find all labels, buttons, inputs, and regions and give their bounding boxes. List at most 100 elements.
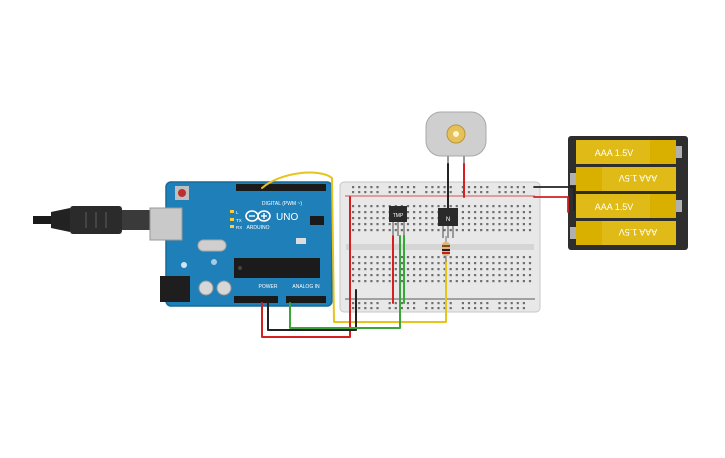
breadboard-hole [516,211,519,214]
breadboard-hole [431,280,434,283]
breadboard-hole [449,262,452,265]
breadboard-hole [406,262,410,265]
breadboard-hole [504,229,507,232]
breadboard-hole [461,229,464,232]
breadboard-hole [388,268,391,271]
breadboard-hole [455,262,458,265]
led-label: TX [236,218,242,223]
breadboard-hole [358,256,361,259]
breadboard-hole [474,307,477,310]
breadboard-hole [522,307,525,310]
wire-black [267,289,357,331]
breadboard-hole [504,302,507,305]
breadboard-hole [376,268,379,271]
breadboard-hole [400,268,403,271]
breadboard-hole [419,268,422,271]
breadboard-hole [498,186,501,189]
dc-motor[interactable] [425,111,487,164]
breadboard-hole [419,223,422,226]
breadboard-hole [443,256,446,259]
breadboard-hole [498,307,501,310]
usb-cable[interactable] [33,206,152,234]
breadboard-hole [443,274,446,277]
breadboard-hole [376,229,379,232]
breadboard-hole [370,274,373,277]
breadboard-hole [461,302,464,305]
breadboard-hole [516,191,519,194]
breadboard-hole [498,229,501,232]
breadboard-hole [522,186,525,189]
breadboard-hole [352,211,355,214]
breadboard-hole [510,223,513,226]
breadboard-hole [467,191,471,194]
transistor[interactable]: N [438,208,458,238]
breadboard-hole [467,256,471,259]
breadboard-hole [467,223,471,226]
breadboard-hole [400,302,403,305]
resistor[interactable] [442,236,450,262]
breadboard-hole [370,205,373,208]
breadboard-hole [516,229,519,232]
breadboard-hole [455,280,458,283]
breadboard-hole [492,229,495,232]
breadboard-hole [474,280,477,283]
breadboard-hole [480,302,483,305]
breadboard-hole [388,262,391,265]
breadboard-hole [504,256,507,259]
breadboard-hole [480,223,483,226]
breadboard-hole [528,205,532,208]
breadboard-hole [522,217,525,220]
breadboard-hole [406,302,410,305]
breadboard-hole [492,211,495,214]
breadboard-hole [419,205,422,208]
breadboard-hole [352,205,355,208]
breadboard[interactable] [339,181,541,313]
breadboard-hole [516,205,519,208]
battery-pack[interactable]: AAA 1.5V AAA 1.5V AAA 1.5V AAA 1.5V [568,136,688,250]
breadboard-hole [394,307,397,310]
breadboard-hole [358,211,361,214]
breadboard-hole [528,211,532,214]
analog-header-label: ANALOG IN [292,284,320,290]
breadboard-hole [449,280,452,283]
breadboard-hole [425,223,428,226]
breadboard-hole [358,307,361,310]
breadboard-hole [461,223,464,226]
breadboard-hole [425,302,428,305]
breadboard-hole [382,229,385,232]
arduino-uno-board[interactable]: DIGITAL (PWM ~) L TX RX UNO ARDUINO POWE… [149,181,333,307]
breadboard-hole [443,280,446,283]
breadboard-hole [443,205,446,208]
breadboard-hole [364,307,367,310]
breadboard-hole [376,186,379,189]
breadboard-hole [474,191,477,194]
breadboard-hole [516,217,519,220]
breadboard-hole [406,186,410,189]
breadboard-hole [437,186,440,189]
breadboard-hole [364,229,367,232]
breadboard-hole [364,217,367,220]
breadboard-hole [516,307,519,310]
breadboard-hole [480,274,483,277]
model-label: UNO [276,212,298,223]
breadboard-hole [437,268,440,271]
breadboard-hole [425,229,428,232]
breadboard-hole [522,211,525,214]
breadboard-hole [486,268,489,271]
capacitor [216,280,232,296]
breadboard-hole [413,280,416,283]
atmega-chip [234,258,320,278]
breadboard-hole [370,307,373,310]
breadboard-hole [419,256,422,259]
breadboard-hole [455,205,458,208]
breadboard-hole [406,205,410,208]
breadboard-hole [498,191,501,194]
wire-red [533,196,569,213]
breadboard-hole [486,307,489,310]
temperature-sensor[interactable]: TMP [389,206,407,236]
breadboard-hole [352,302,355,305]
breadboard-hole [480,256,483,259]
breadboard-hole [467,211,471,214]
breadboard-hole [455,268,458,271]
